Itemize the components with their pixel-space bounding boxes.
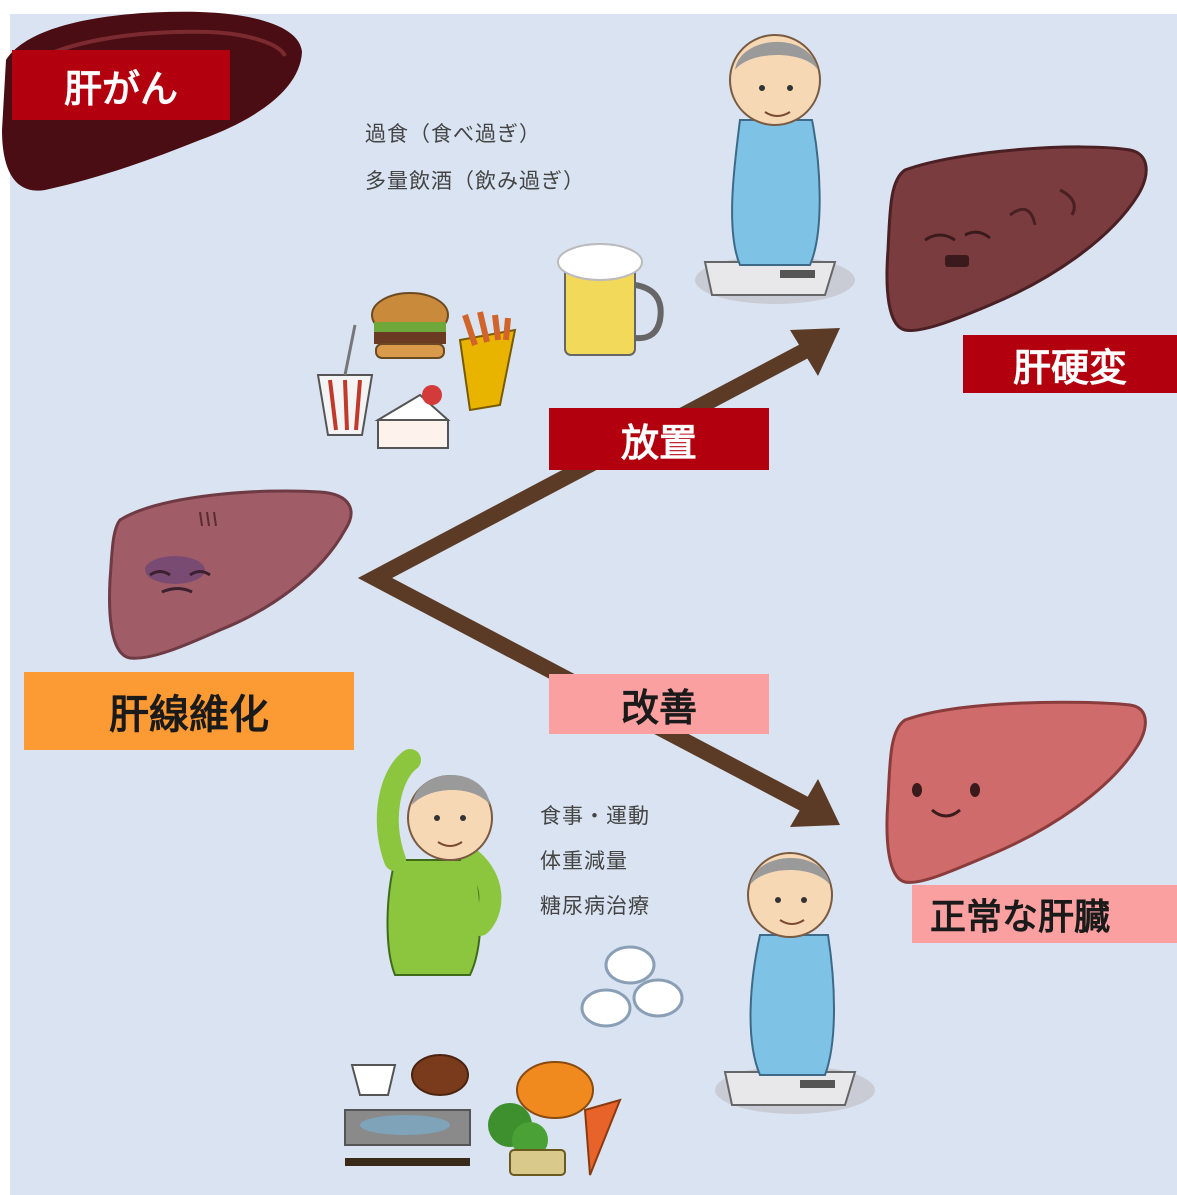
treatment-note-weight-loss: 体重減量: [540, 849, 628, 873]
fibrosis-label: 肝線維化: [24, 672, 354, 750]
neglect-label: 放置: [549, 408, 769, 470]
normal-liver-label: 正常な肝臓: [912, 885, 1177, 943]
improve-label: 改善: [549, 674, 769, 734]
cause-note-overeating: 過食（食べ過ぎ）: [365, 122, 541, 146]
cause-note-drinking: 多量飲酒（飲み過ぎ）: [365, 169, 585, 193]
liver-cancer-label: 肝がん: [12, 50, 230, 120]
cirrhosis-label: 肝硬変: [963, 335, 1177, 393]
treatment-note-diet-exercise: 食事・運動: [540, 804, 650, 828]
treatment-note-diabetes: 糖尿病治療: [540, 894, 650, 918]
